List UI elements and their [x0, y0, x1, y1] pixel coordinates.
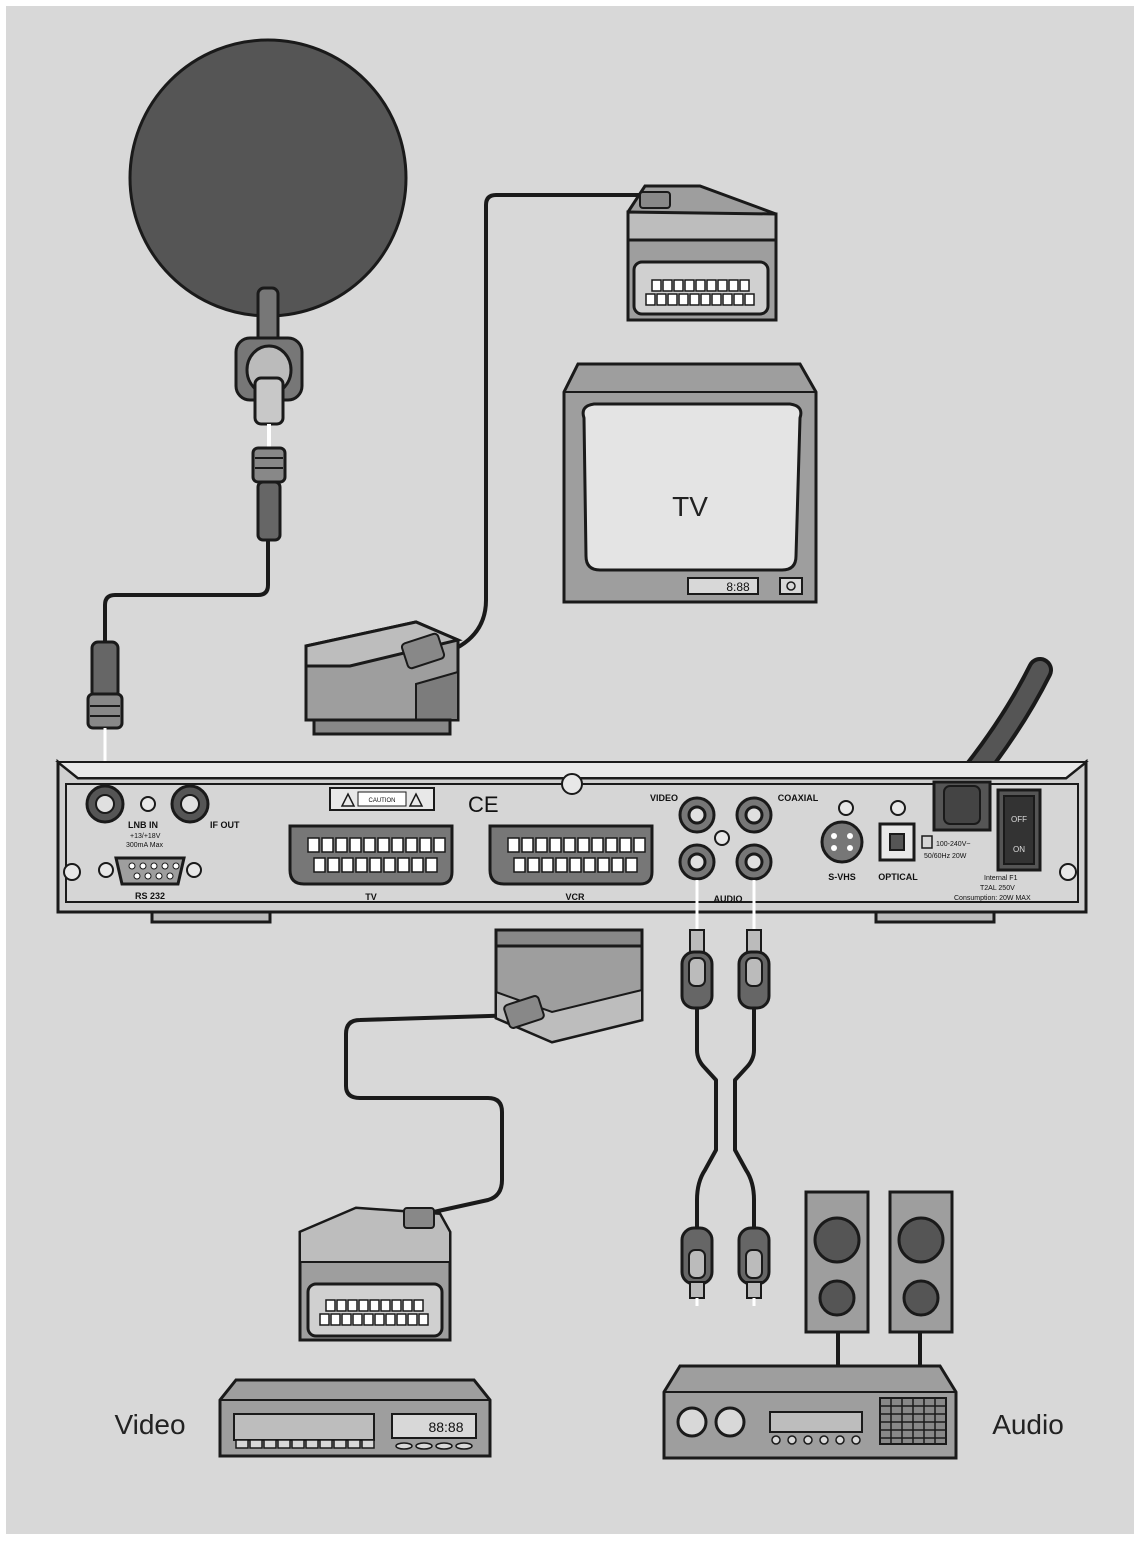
tv-screen [581, 402, 803, 572]
scart-tv-label: TV [365, 892, 377, 902]
television: TV 8:88 [562, 362, 818, 604]
fuse-spec-1: Internal F1 [984, 875, 1018, 882]
tv-label: TV [672, 491, 708, 522]
amplifier [662, 1364, 958, 1460]
tv-scart-cable [438, 193, 647, 657]
dish-reflector [128, 38, 408, 318]
switch-on-label: ON [1013, 845, 1025, 854]
power-icon [786, 581, 796, 591]
coax-cable [103, 538, 270, 647]
scart-plug-vcr-end [298, 1206, 452, 1342]
fuse-spec-2: T2AL 250V [980, 885, 1015, 892]
lnb-spec-2: 300mA Max [126, 842, 163, 849]
if-out-label: IF OUT [210, 820, 240, 830]
vcr-scart-cable [344, 1013, 522, 1217]
satellite-receiver: LNB IN +13/+18V 300mA Max IF OUT RS 232 … [55, 758, 1089, 924]
amp-display [769, 1411, 863, 1433]
video-label: Video [114, 1409, 185, 1440]
lnb-in-label: LNB IN [128, 820, 158, 830]
warning-icon [408, 792, 424, 807]
vcr-display-text: 88:88 [428, 1419, 463, 1435]
scart-plug-tv-end [626, 184, 778, 322]
svhs-socket [820, 820, 864, 864]
switch-off-label: OFF [1011, 815, 1027, 824]
rca-plugs-bottom [680, 1226, 771, 1306]
screw-icon [561, 773, 583, 795]
ce-mark: CE [468, 792, 499, 817]
knob-icon [676, 1406, 708, 1438]
scart-socket-tv [288, 824, 454, 886]
audio-out-label: AUDIO [714, 894, 743, 904]
lnb-spec-1: +13/+18V [130, 833, 161, 840]
lnb-port [253, 376, 285, 426]
scart-socket-vcr [488, 824, 654, 886]
audio-cable-right [733, 1003, 756, 1232]
scart-vcr-label: VCR [565, 892, 585, 902]
tv-display-text: 8:88 [726, 580, 750, 594]
scart-plug-receiver-tv [304, 620, 463, 736]
video-out-label: VIDEO [650, 793, 678, 803]
f-connector-top [251, 446, 287, 484]
fuse-spec-3: Consumption: 20W MAX [954, 895, 1031, 902]
power-spec-1: 100-240V~ [936, 841, 970, 848]
power-plug [943, 785, 981, 825]
vcr-cassette-slot [233, 1413, 375, 1441]
screw-icon [63, 863, 81, 881]
rca-plugs-top [680, 880, 771, 1010]
vcr-device: 88:88 [218, 1378, 492, 1458]
screw-icon [140, 796, 156, 812]
satellite-dish [128, 38, 408, 542]
scart-plug-receiver-vcr [494, 928, 644, 1044]
svhs-label: S-VHS [828, 872, 856, 882]
optical-label: OPTICAL [878, 872, 918, 882]
tv-display [687, 577, 759, 595]
speakers [804, 1190, 954, 1334]
cables [103, 193, 922, 1370]
audio-label: Audio [992, 1409, 1064, 1440]
rs232-port [114, 856, 186, 886]
screw-icon [838, 800, 854, 816]
warning-icon [340, 792, 356, 807]
rs232-label: RS 232 [135, 891, 165, 901]
power-spec-2: 50/60Hz 20W [924, 853, 967, 860]
coaxial-label: COAXIAL [778, 793, 819, 803]
screw-icon [890, 800, 906, 816]
f-connector-body [256, 480, 282, 542]
knob-icon [714, 1406, 746, 1438]
audio-cable-left [695, 1003, 718, 1232]
screw-icon [714, 830, 730, 846]
caution-text: CAUTION [369, 798, 396, 804]
scart-pins [645, 279, 755, 306]
tv-power-button [779, 577, 803, 595]
screw-icon [1059, 863, 1077, 881]
vcr-display [391, 1413, 477, 1439]
